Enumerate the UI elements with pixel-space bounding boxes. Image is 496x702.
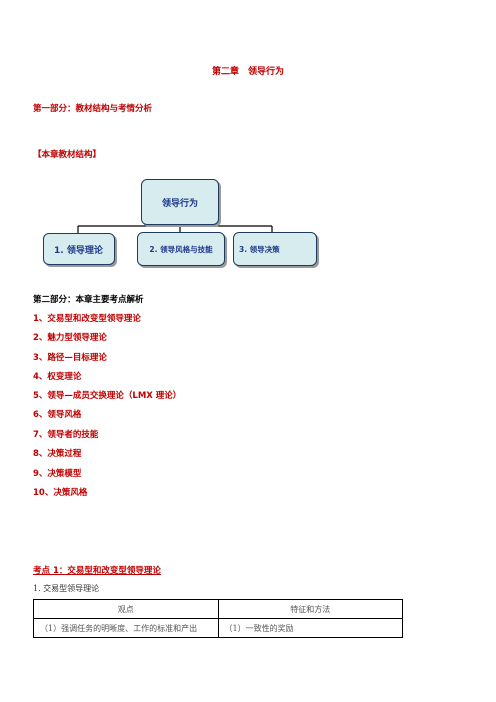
list-item: 5、领导—成员交换理论（LMX 理论）: [33, 391, 182, 401]
chart-node-leadership-decision: 3. 领导决策: [233, 232, 317, 266]
list-item: 4、权变理论: [33, 372, 82, 382]
part1-heading: 第一部分：教材结构与考情分析: [33, 104, 153, 114]
list-item: 10、决策风格: [33, 488, 88, 498]
table-header-row: 观点 特征和方法: [33, 599, 403, 619]
part2-heading: 第二部分：本章主要考点解析: [33, 295, 144, 305]
table-row: （1）强调任务的明晰度、工作的标准和产出 （1）一致性的奖励: [33, 618, 403, 638]
list-item: 9、决策模型: [33, 469, 82, 479]
kaodian-heading: 考点 1：交易型和改变型领导理论: [33, 566, 161, 576]
subheading: 1. 交易型领导理论: [33, 584, 100, 593]
theory-table: 观点 特征和方法 （1）强调任务的明晰度、工作的标准和产出 （1）一致性的奖励: [33, 599, 403, 638]
table-header-cell: 特征和方法: [217, 599, 403, 619]
table-cell: （1）强调任务的明晰度、工作的标准和产出: [33, 618, 219, 638]
chart-node-leadership-style: 2. 领导风格与技能: [137, 232, 225, 266]
list-item: 3、路径—目标理论: [33, 353, 107, 363]
structure-heading: 【本章教材结构】: [33, 150, 102, 160]
chart-root-node: 领导行为: [141, 179, 219, 225]
list-item: 8、决策过程: [33, 449, 82, 459]
list-item: 2、魅力型领导理论: [33, 333, 107, 343]
table-header-cell: 观点: [33, 599, 219, 619]
table-cell: （1）一致性的奖励: [217, 618, 403, 638]
chart-node-leadership-theory: 1. 领导理论: [43, 233, 115, 265]
list-item: 7、领导者的技能: [33, 430, 99, 440]
chapter-title: 第二章 领导行为: [211, 67, 284, 77]
list-item: 6、领导风格: [33, 410, 82, 420]
list-item: 1、交易型和改变型领导理论: [33, 314, 141, 324]
